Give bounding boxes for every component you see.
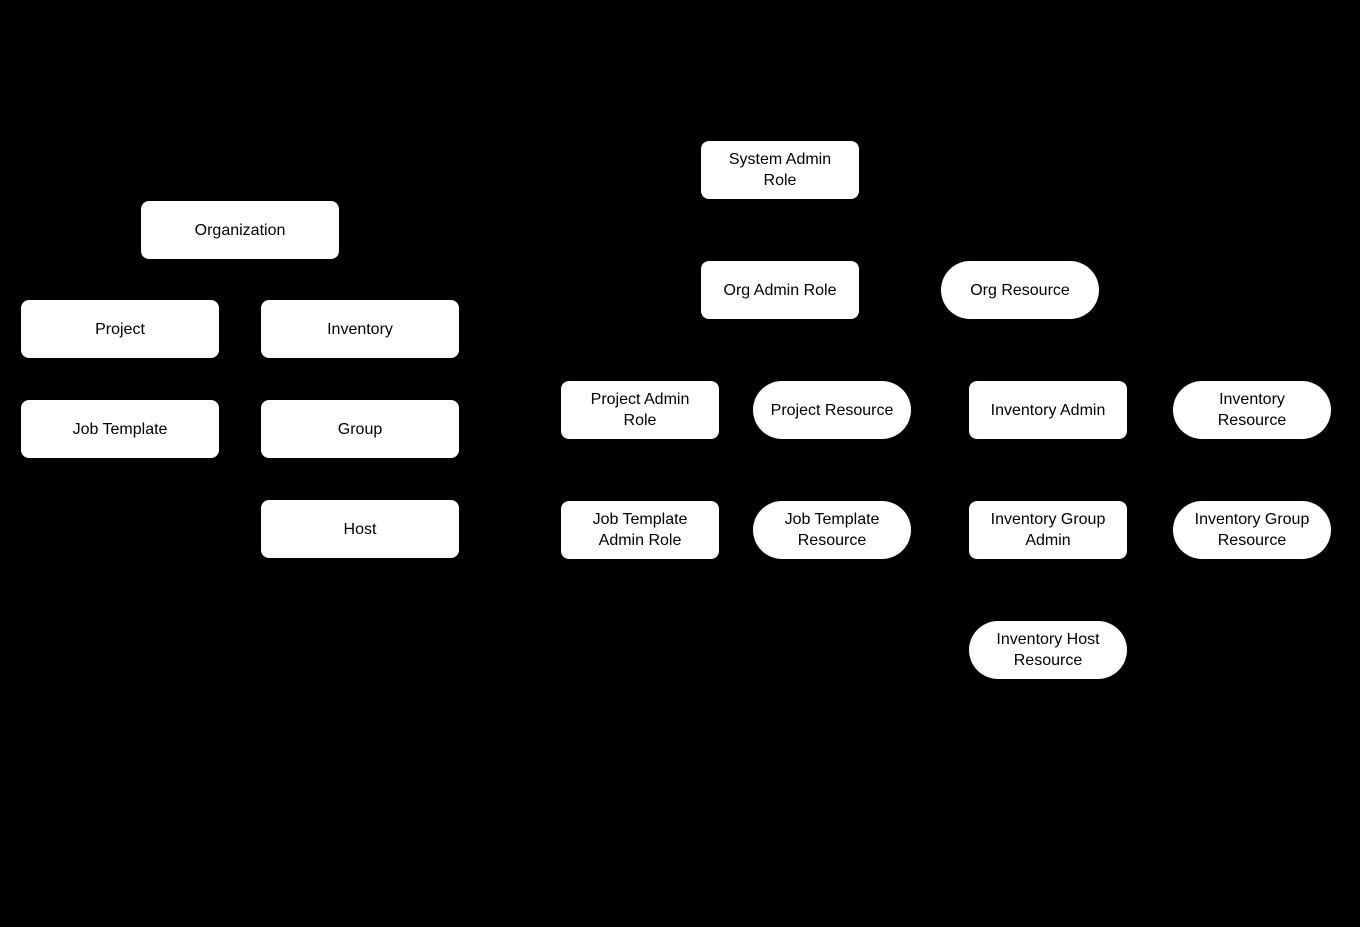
diagram-node-org-admin-role: Org Admin Role — [701, 261, 859, 319]
node-label: Inventory Group Admin — [990, 511, 1106, 549]
node-label: Job Template — [72, 420, 168, 438]
diagram-node-project-admin-role: Project Admin Role — [561, 381, 719, 439]
diagram-node-inventory-resource: Inventory Resource — [1173, 381, 1331, 439]
node-label: Group — [337, 420, 383, 438]
node-label: Organization — [194, 221, 286, 239]
diagram-node-inventory: Inventory — [261, 300, 459, 358]
diagram-node-inventory-host-resource: Inventory Host Resource — [969, 621, 1127, 679]
node-label: Host — [343, 520, 377, 538]
diagram-node-job-template: Job Template — [21, 400, 219, 458]
node-label: Project Resource — [770, 401, 894, 419]
diagram-node-job-template-resource: Job Template Resource — [753, 501, 911, 559]
node-label: Inventory — [327, 320, 393, 338]
diagram-node-project-resource: Project Resource — [753, 381, 911, 439]
diagram-node-inventory-group-admin: Inventory Group Admin — [969, 501, 1127, 559]
node-label: Job Template Resource — [784, 511, 880, 549]
node-label: Inventory Host Resource — [996, 631, 1100, 669]
diagram-node-project: Project — [21, 300, 219, 358]
node-label: Project — [95, 320, 145, 338]
diagram-node-inventory-group-resource: Inventory Group Resource — [1173, 501, 1331, 559]
node-label: Inventory Group Resource — [1194, 511, 1310, 549]
diagram-node-group: Group — [261, 400, 459, 458]
node-label: Org Resource — [970, 281, 1070, 299]
node-label: Job Template Admin Role — [592, 511, 688, 549]
node-label: Project Admin Role — [590, 391, 690, 429]
node-label: Inventory Resource — [1217, 391, 1287, 429]
node-label: Org Admin Role — [723, 281, 837, 299]
diagram-node-inventory-admin: Inventory Admin — [969, 381, 1127, 439]
diagram-node-organization: Organization — [141, 201, 339, 259]
diagram-node-system-admin-role: System Admin Role — [701, 141, 859, 199]
diagram-node-host: Host — [261, 500, 459, 558]
diagram-node-job-template-admin-role: Job Template Admin Role — [561, 501, 719, 559]
node-label: System Admin Role — [728, 151, 832, 189]
diagram-node-org-resource: Org Resource — [941, 261, 1099, 319]
node-label: Inventory Admin — [990, 401, 1106, 419]
